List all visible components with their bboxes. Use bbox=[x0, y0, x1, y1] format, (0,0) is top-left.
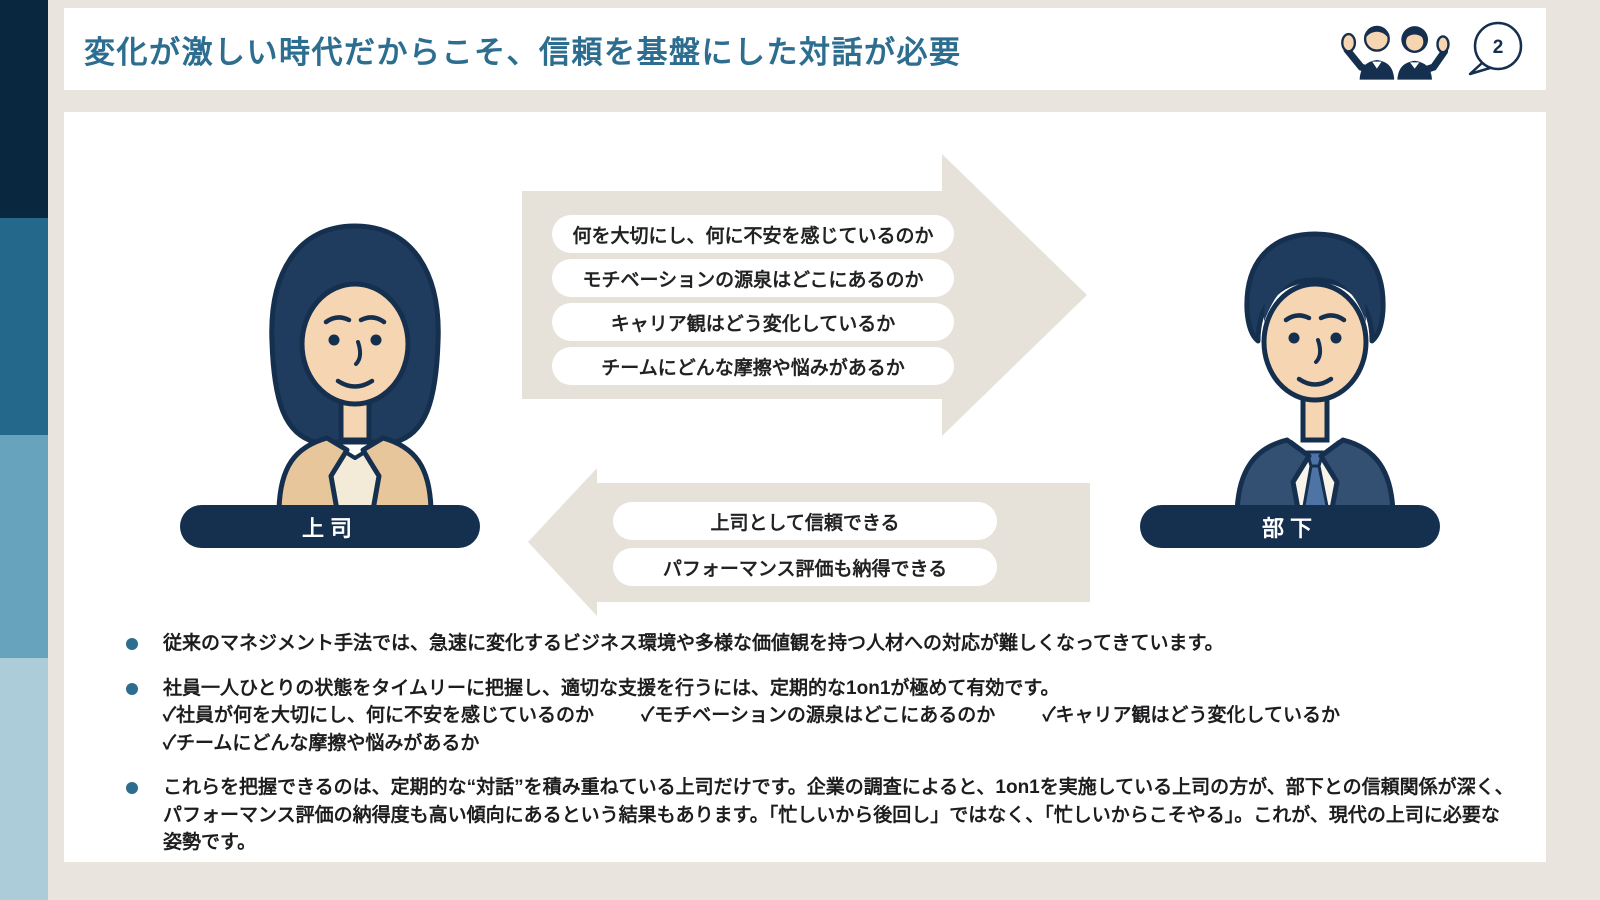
forward-message-pill: キャリア観はどう変化しているか bbox=[552, 303, 954, 341]
forward-message-3: キャリア観はどう変化しているか bbox=[610, 313, 896, 335]
boss-label-pill: 上司 bbox=[180, 505, 480, 548]
subordinate-label: 部下 bbox=[1261, 515, 1318, 541]
header-right: 2 bbox=[1336, 18, 1524, 80]
page-number-bubble: 2 bbox=[1464, 20, 1524, 78]
bullet-item-1: 従来のマネジメント手法では、急速に変化するビジネス環境や多様な価値観を持つ人材へ… bbox=[126, 630, 1516, 658]
forward-message-pill: 何を大切にし、何に不安を感じているのか bbox=[552, 215, 954, 253]
bullet-text-2: 社員一人ひとりの状態をタイムリーに把握し、適切な支援を行うには、定期的な1on1… bbox=[163, 677, 1060, 699]
forward-message-pill: モチベーションの源泉はどこにあるのか bbox=[552, 259, 954, 297]
sidebar-segment-dark-navy bbox=[0, 0, 48, 218]
check-item-3: ✓キャリア観はどう変化しているか bbox=[1042, 705, 1340, 726]
sidebar-segment-blue bbox=[0, 218, 48, 435]
boss-label: 上司 bbox=[301, 515, 358, 541]
forward-message-pill: チームにどんな摩擦や悩みがあるか bbox=[552, 347, 954, 385]
forward-message-4: チームにどんな摩擦や悩みがあるか bbox=[601, 357, 905, 379]
forward-message-2: モチベーションの源泉はどこにあるのか bbox=[582, 269, 924, 291]
bullet-text-1: 従来のマネジメント手法では、急速に変化するビジネス環境や多様な価値観を持つ人材へ… bbox=[163, 633, 1224, 654]
page-title: 変化が激しい時代だからこそ、信頼を基盤にした対話が必要 bbox=[84, 34, 962, 70]
bullet-text-3: これらを把握できるのは、定期的な“対話”を積み重ねている上司だけです。企業の調査… bbox=[163, 777, 1514, 853]
return-message-pill: 上司として信頼できる bbox=[613, 502, 997, 540]
page-number: 2 bbox=[1493, 37, 1504, 58]
sidebar-segment-light-blue bbox=[0, 435, 48, 658]
header: 変化が激しい時代だからこそ、信頼を基盤にした対話が必要 bbox=[64, 8, 1546, 90]
bullet-dot-icon bbox=[126, 638, 138, 650]
check-row-2: ✓チームにどんな摩擦や悩みがあるか bbox=[163, 730, 1340, 758]
content-card: 何を大切にし、何に不安を感じているのか モチベーションの源泉はどこにあるのか キ… bbox=[64, 112, 1546, 862]
two-people-waving-icon bbox=[1336, 18, 1454, 80]
sidebar-segment-pale-blue bbox=[0, 658, 48, 900]
bullet-dot-icon bbox=[126, 782, 138, 794]
forward-message-1: 何を大切にし、何に不安を感じているのか bbox=[572, 225, 934, 247]
bullet-item-2: 社員一人ひとりの状態をタイムリーに把握し、適切な支援を行うには、定期的な1on1… bbox=[126, 675, 1516, 758]
return-message-2: パフォーマンス評価も納得できる bbox=[662, 558, 948, 580]
woman-manager-illustration bbox=[224, 210, 486, 510]
subordinate-label-pill: 部下 bbox=[1140, 505, 1440, 548]
bullet-list: 従来のマネジメント手法では、急速に変化するビジネス環境や多様な価値観を持つ人材へ… bbox=[126, 630, 1516, 874]
check-item-4: ✓チームにどんな摩擦や悩みがあるか bbox=[163, 732, 480, 754]
man-subordinate-illustration bbox=[1184, 214, 1446, 514]
bullet-item-3: これらを把握できるのは、定期的な“対話”を積み重ねている上司だけです。企業の調査… bbox=[126, 774, 1516, 857]
check-row-1: ✓社員が何を大切にし、何に不安を感じているのか ✓モチベーションの源泉はどこにあ… bbox=[163, 702, 1340, 730]
bullet-dot-icon bbox=[126, 682, 138, 695]
check-item-2: ✓モチベーションの源泉はどこにあるのか bbox=[641, 705, 996, 726]
check-item-1: ✓社員が何を大切にし、何に不安を感じているのか bbox=[163, 705, 594, 726]
return-message-pill: パフォーマンス評価も納得できる bbox=[613, 548, 997, 586]
return-arrow bbox=[528, 468, 1090, 616]
sidebar-color-band bbox=[0, 0, 48, 900]
return-message-1: 上司として信頼できる bbox=[710, 512, 900, 534]
